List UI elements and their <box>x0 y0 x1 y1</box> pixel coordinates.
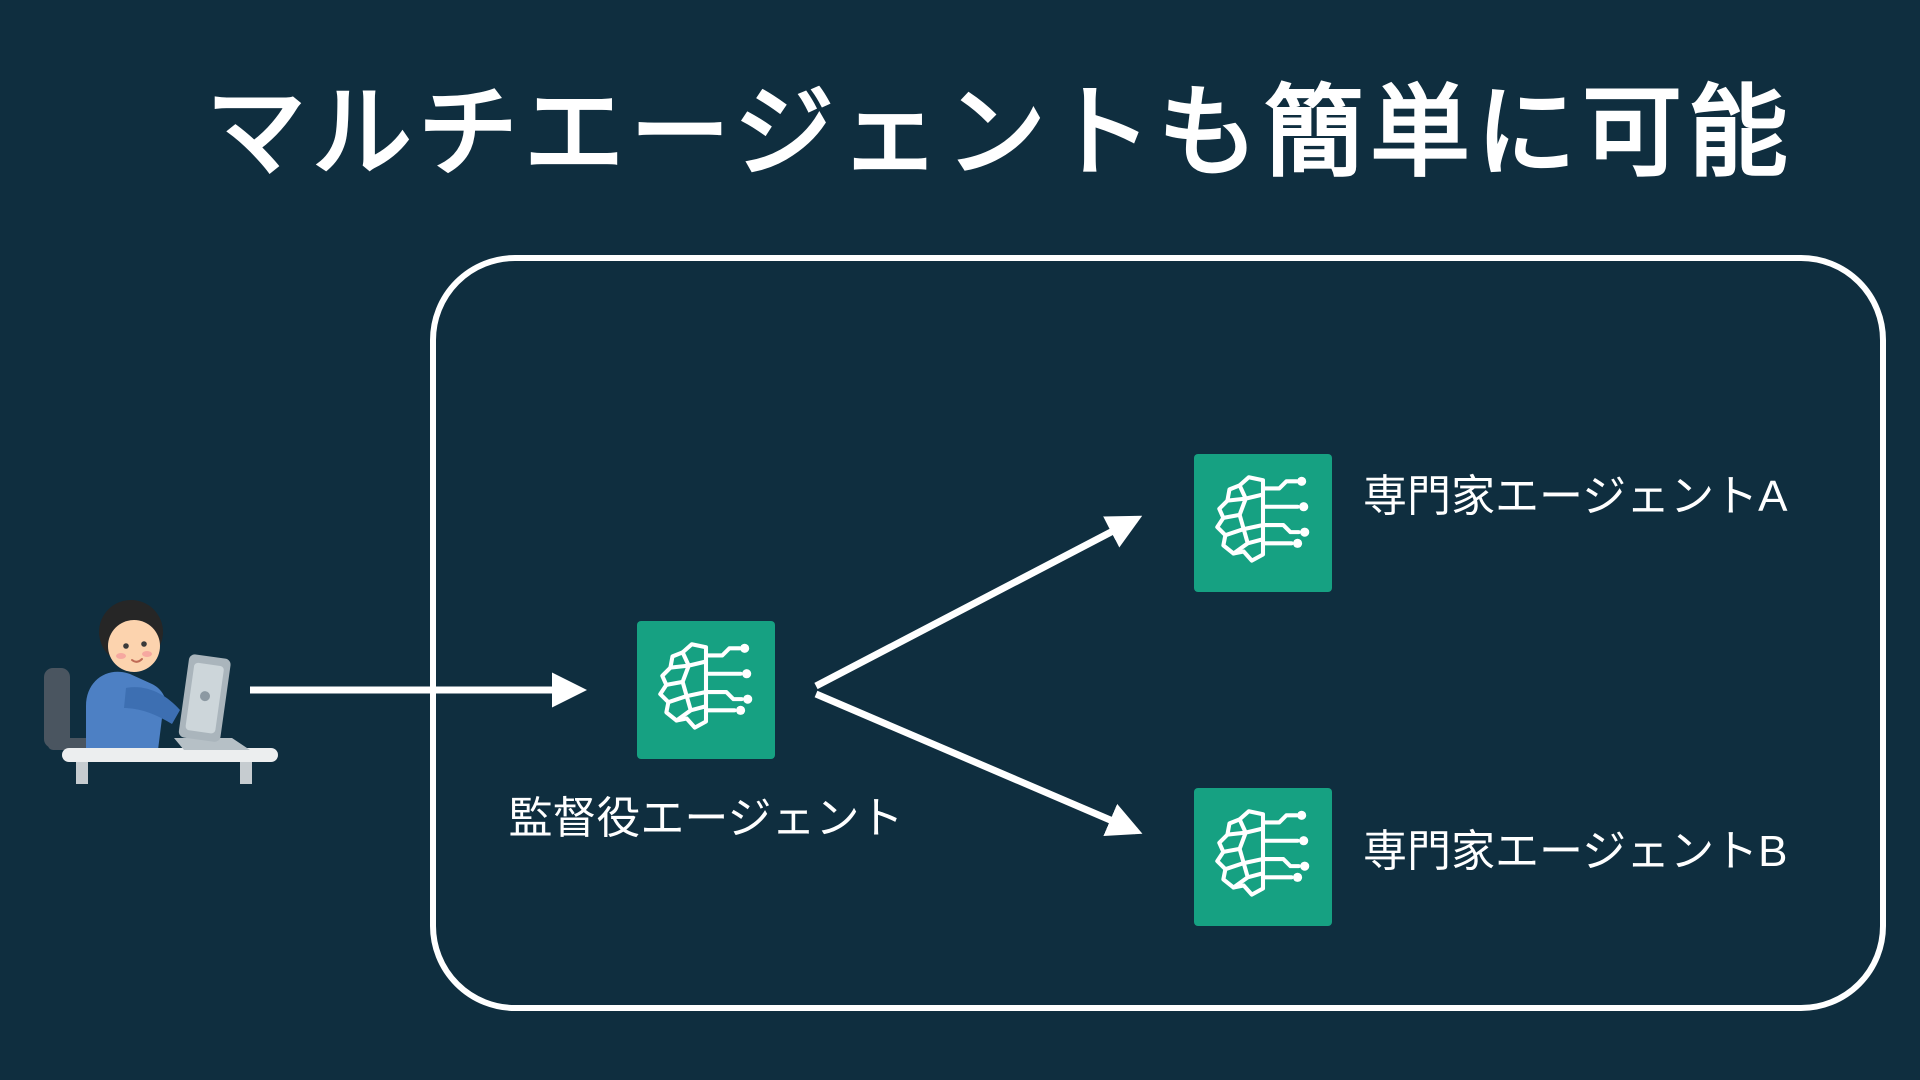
page-title: マルチエージェントも簡単に可能 <box>206 77 1794 189</box>
expert-agent-b-tile <box>1194 788 1332 926</box>
supervisor-agent-tile <box>637 621 775 759</box>
expert-agent-b-label: 専門家エージェントB <box>1363 827 1788 876</box>
brain-circuit-icon <box>1202 462 1324 584</box>
person-arm <box>124 687 180 724</box>
brain-circuit-icon <box>1202 796 1324 918</box>
expert-agent-a-tile <box>1194 454 1332 592</box>
brain-circuit-icon <box>645 629 767 751</box>
person-head <box>99 600 163 672</box>
desk-icon <box>62 748 278 784</box>
diagram-container-frame <box>430 255 1886 1011</box>
laptop-icon <box>174 654 250 750</box>
expert-agent-a-label: 専門家エージェントA <box>1363 472 1788 521</box>
person-at-laptop-illustration <box>34 568 294 786</box>
supervisor-agent-label: 監督役エージェント <box>508 794 904 843</box>
